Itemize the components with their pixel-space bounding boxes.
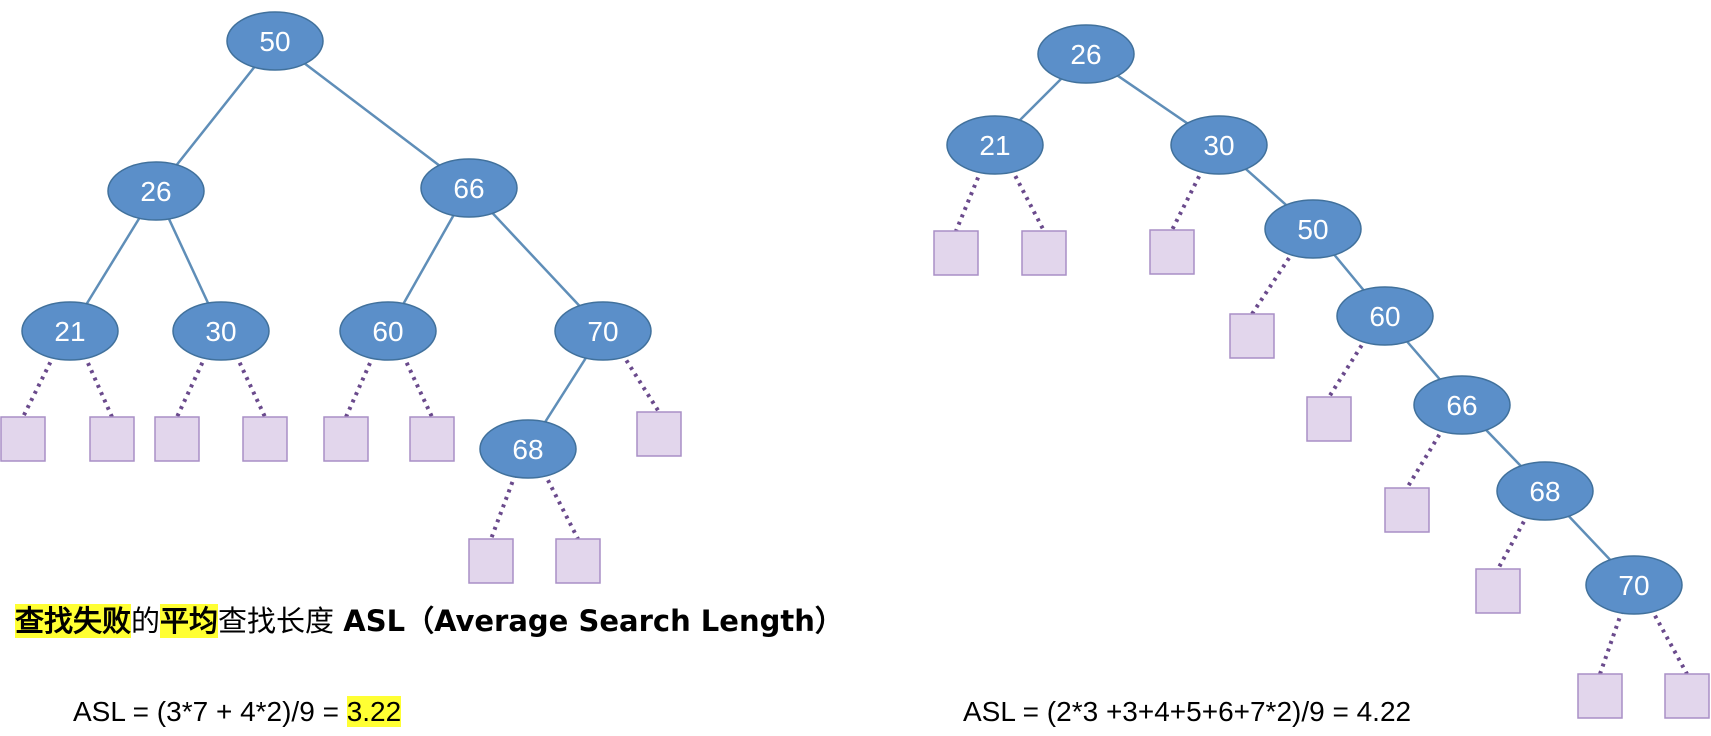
right-tree-node-30: 30: [1170, 115, 1268, 175]
node-ellipse: [1336, 286, 1434, 346]
node-ellipse: [1170, 115, 1268, 175]
left-tree-null-edge: [82, 354, 114, 418]
node-ellipse: [420, 158, 518, 218]
right-tree-null-leaf: [1149, 229, 1195, 275]
node-ellipse: [1585, 555, 1683, 615]
left-tree-null-leaf: [89, 416, 135, 462]
caption-search-length: 查找长度: [218, 604, 344, 638]
right-tree-node-60: 60: [1336, 286, 1434, 346]
caption-asl-english: ASL（Average Search Length）: [343, 604, 844, 638]
left-tree-null-leaf: [323, 416, 369, 462]
left-tree-null-edge: [234, 354, 267, 418]
right-tree-null-edge: [1009, 168, 1046, 232]
node-ellipse: [226, 11, 324, 71]
left-tree-node-50: 50: [226, 11, 324, 71]
right-tree-null-edge: [954, 169, 983, 232]
node-ellipse: [946, 115, 1044, 175]
right-tree-node-66: 66: [1413, 375, 1511, 435]
left-tree-node-60: 60: [339, 301, 437, 361]
left-tree-null-leaf: [636, 411, 682, 457]
left-tree-null-edge: [401, 354, 434, 418]
left-tree-null-leaf: [154, 416, 200, 462]
node-label: 30: [205, 316, 236, 347]
node-label: 66: [453, 173, 484, 204]
node-label: 21: [979, 130, 1010, 161]
node-ellipse: [107, 161, 205, 221]
node-label: 50: [259, 26, 290, 57]
left-tree-node-70: 70: [554, 301, 652, 361]
node-label: 60: [372, 316, 403, 347]
left-tree-node-66: 66: [420, 158, 518, 218]
right-tree-null-edge: [1170, 168, 1205, 231]
node-ellipse: [339, 301, 437, 361]
right-tree-null-leaf: [933, 230, 979, 276]
left-tree-node-68: 68: [479, 419, 577, 479]
right-tree-null-leaf: [1306, 396, 1352, 442]
left-tree-null-leaf: [0, 416, 46, 462]
right-tree-null-leaf: [1384, 487, 1430, 533]
left-tree-node-30: 30: [172, 301, 270, 361]
left-tree-edge-50-66: [274, 40, 470, 189]
caption-de: 的: [131, 604, 161, 638]
node-label: 70: [587, 316, 618, 347]
right-tree-node-68: 68: [1496, 461, 1594, 521]
left-tree-null-leaf: [242, 416, 288, 462]
right-tree-null-edge: [1598, 610, 1624, 675]
right-tree-null-leaf: [1229, 313, 1275, 359]
right-tree-node-26: 26: [1037, 24, 1135, 84]
left-tree-null-edge: [344, 354, 376, 418]
right-tree-null-leaf: [1577, 673, 1623, 719]
right-tree-null-leaf: [1021, 230, 1067, 276]
right-tree-null-leaf: [1475, 568, 1521, 614]
node-ellipse: [1037, 24, 1135, 84]
left-tree-null-leaf: [468, 538, 514, 584]
left-tree-null-edge: [175, 354, 208, 418]
left-tree-node-26: 26: [107, 161, 205, 221]
caption-highlight-average: 平均: [160, 604, 219, 638]
node-ellipse: [1496, 461, 1594, 521]
node-label: 60: [1369, 301, 1400, 332]
right-tree-null-edge: [1327, 337, 1368, 399]
node-ellipse: [172, 301, 270, 361]
right-tree-node-21: 21: [946, 115, 1044, 175]
right-tree-null-leaf: [1664, 673, 1710, 719]
right-tree-node-50: 50: [1264, 199, 1362, 259]
node-label: 68: [512, 434, 543, 465]
node-label: 26: [1070, 39, 1101, 70]
node-label: 30: [1203, 130, 1234, 161]
left-tree-null-leaf: [409, 416, 455, 462]
left-tree-node-21: 21: [21, 301, 119, 361]
right-tree-null-edge: [1250, 250, 1296, 316]
left-asl-expression: ASL = (3*7 + 4*2)/9 =: [73, 696, 347, 727]
caption-highlight-failed-search: 查找失败: [15, 604, 132, 638]
right-asl-expression: ASL = (2*3 +3+4+5+6+7*2)/9 = 4.22: [963, 696, 1412, 727]
node-label: 66: [1446, 390, 1477, 421]
left-tree-null-edge: [21, 354, 56, 418]
right-tree-node-70: 70: [1585, 555, 1683, 615]
node-ellipse: [21, 301, 119, 361]
left-asl-formula: ASL = (3*7 + 4*2)/9 = 3.22: [73, 696, 402, 728]
nodes-layer: 50 26 66 21 30 60 70 68 26 21 30 50 60 66 68 70: [21, 11, 1683, 615]
node-ellipse: [479, 419, 577, 479]
node-label: 21: [54, 316, 85, 347]
right-tree-null-edge: [1496, 513, 1530, 570]
left-tree-null-edge: [620, 352, 661, 414]
left-tree-null-edge: [489, 473, 518, 540]
node-label: 70: [1618, 570, 1649, 601]
left-tree-null-edge: [542, 472, 580, 540]
null-leaves-layer: [0, 168, 1710, 719]
node-label: 68: [1529, 476, 1560, 507]
left-tree-null-leaf: [555, 538, 601, 584]
left-asl-result: 3.22: [346, 696, 402, 727]
node-label: 50: [1297, 214, 1328, 245]
node-ellipse: [1413, 375, 1511, 435]
right-tree-null-edge: [1649, 607, 1689, 675]
node-ellipse: [554, 301, 652, 361]
right-asl-formula: ASL = (2*3 +3+4+5+6+7*2)/9 = 4.22: [963, 696, 1411, 728]
node-ellipse: [1264, 199, 1362, 259]
right-tree-null-edge: [1405, 426, 1446, 490]
failed-search-asl-caption: 查找失败的平均查找长度 ASL（Average Search Length）: [15, 598, 844, 640]
node-label: 26: [140, 176, 171, 207]
